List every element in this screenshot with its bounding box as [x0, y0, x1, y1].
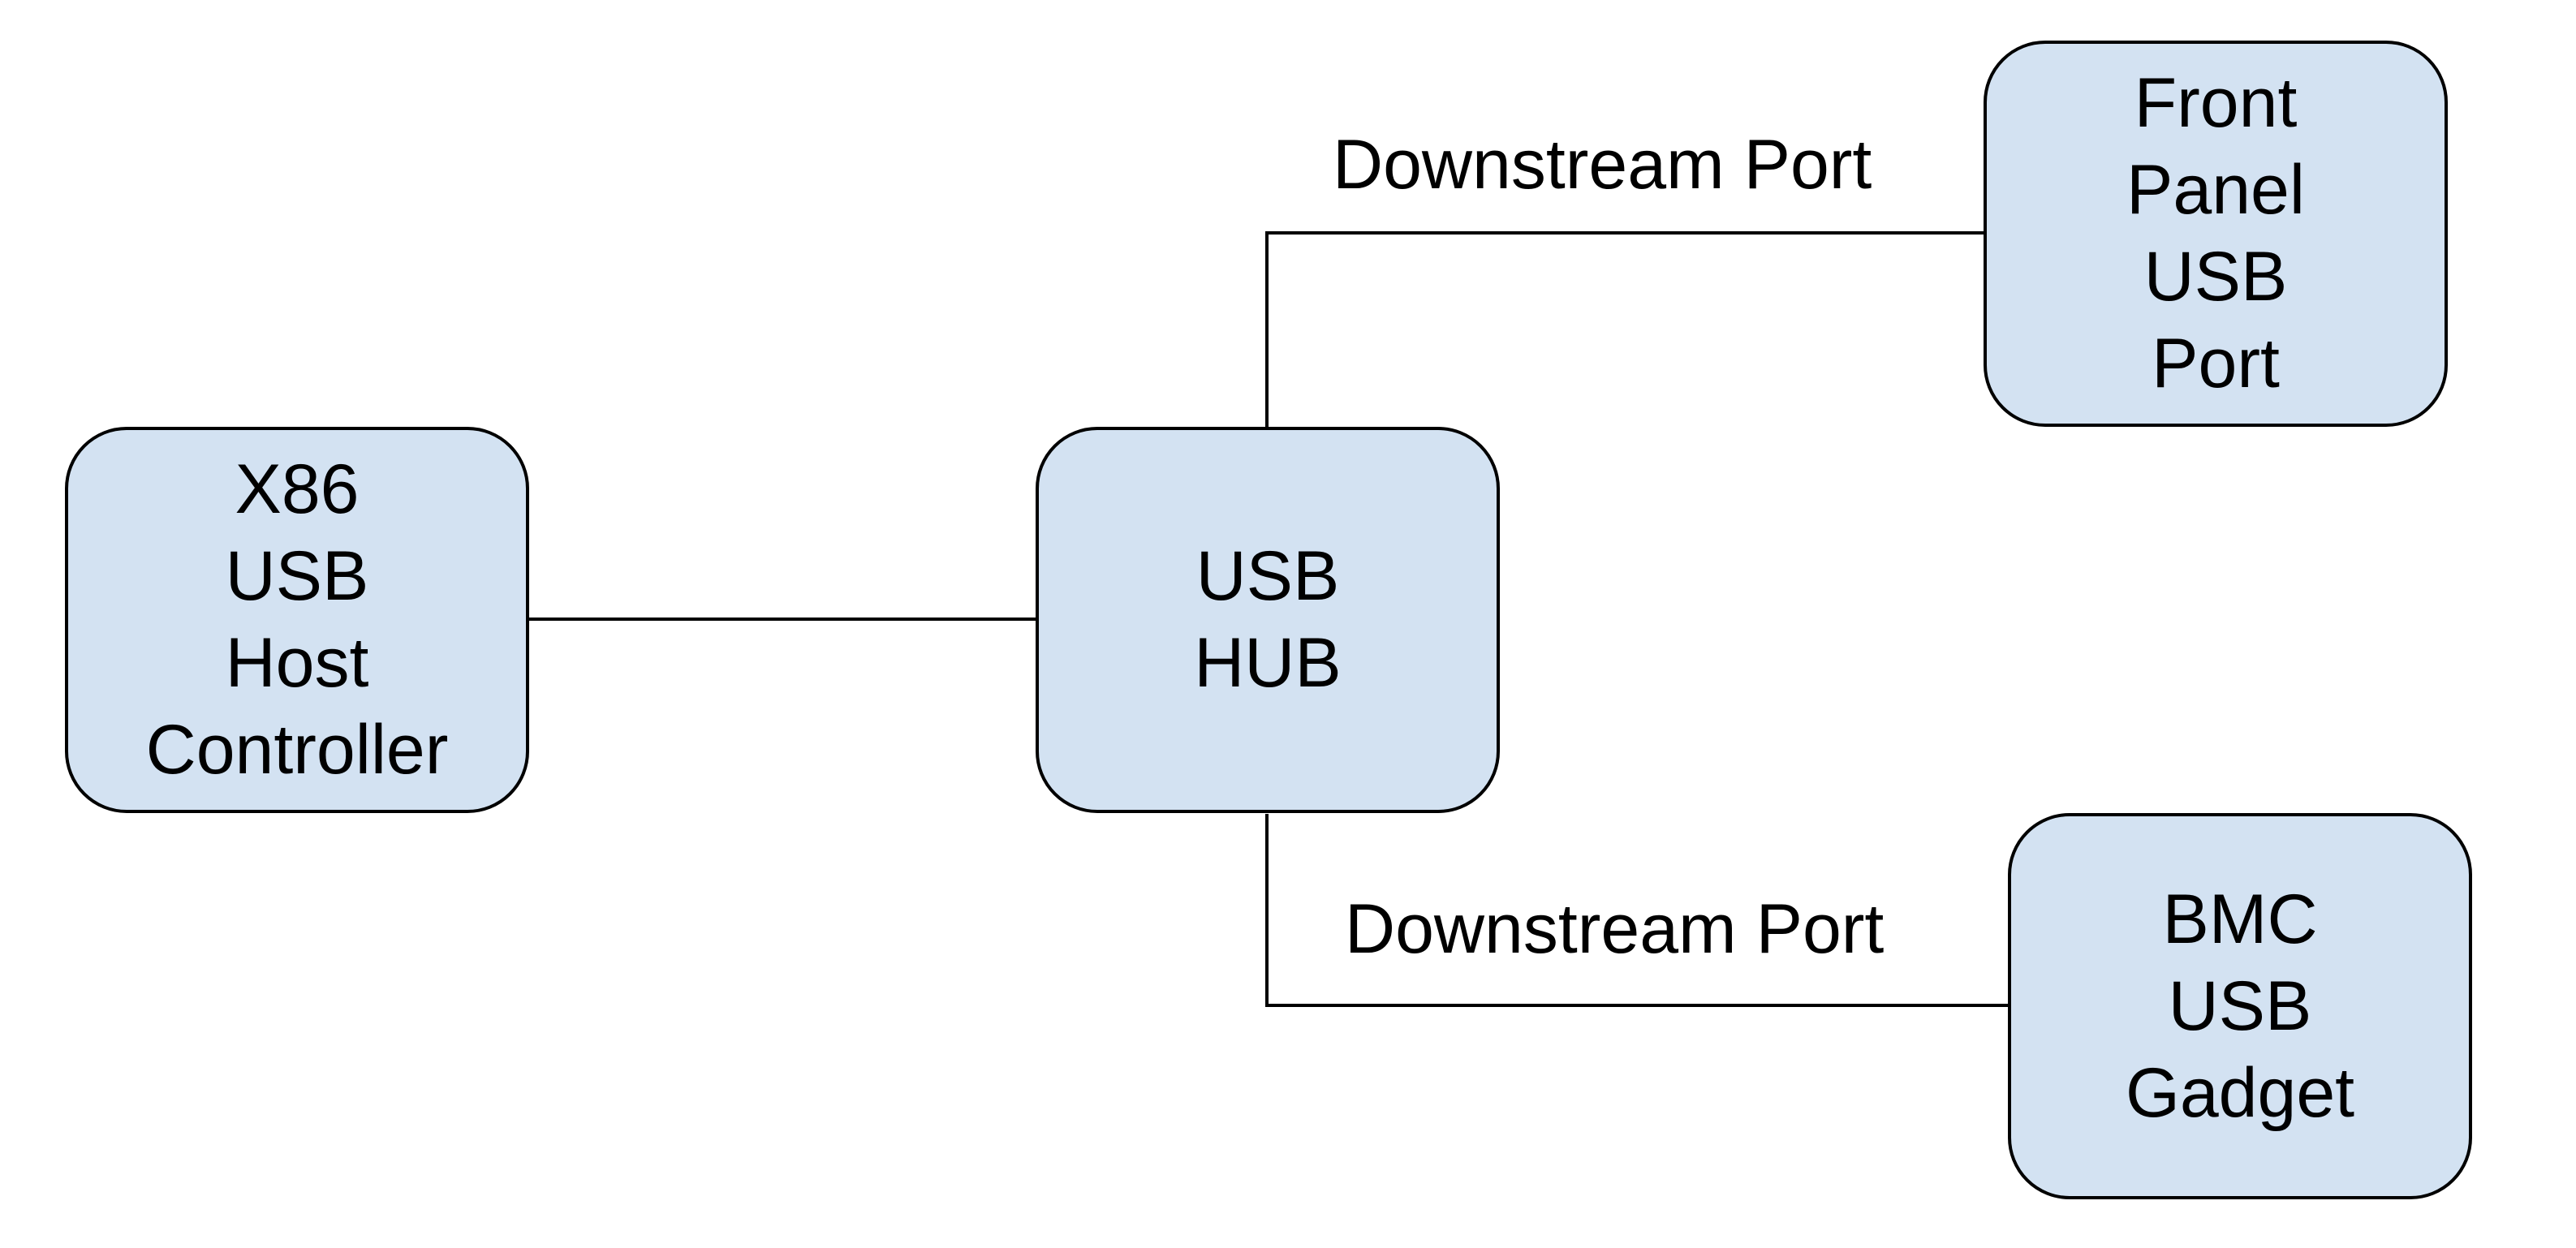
node-line: Host [225, 624, 369, 702]
edge-label-bmc: Downstream Port [1345, 890, 1885, 968]
node-line: USB [1195, 537, 1340, 615]
node-line: USB [2168, 966, 2312, 1045]
connector-hub-to-bmc [1265, 814, 2010, 1007]
edge-label-front-panel: Downstream Port [1333, 126, 1872, 204]
node-line: Panel [2126, 151, 2305, 229]
node-front-panel-usb-port: Front Panel USB Port [1984, 41, 2448, 427]
node-line: USB [225, 537, 369, 615]
node-line: Controller [145, 711, 449, 789]
node-line: Front [2134, 64, 2298, 142]
node-usb-hub: USB HUB [1036, 427, 1500, 813]
connector-hub-to-front-panel [1265, 231, 1985, 428]
node-line: X86 [235, 450, 360, 528]
node-bmc-usb-gadget: BMC USB Gadget [2008, 813, 2472, 1199]
node-line: Gadget [2125, 1053, 2355, 1132]
node-line: Port [2152, 325, 2280, 402]
node-line: USB [2143, 238, 2288, 316]
node-line: HUB [1194, 624, 1342, 702]
node-line: BMC [2162, 880, 2318, 958]
node-x86-usb-host-controller: X86 USB Host Controller [65, 427, 529, 813]
